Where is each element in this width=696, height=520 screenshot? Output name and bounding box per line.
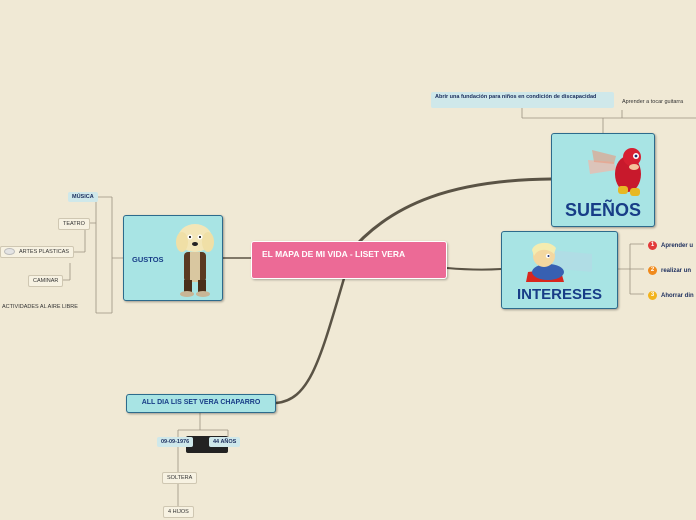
topic-personal[interactable]: ALL DIA LIS SET VERA CHAPARRO (126, 394, 276, 413)
topic-gustos[interactable]: GUSTOS (123, 215, 223, 301)
gustos-item-teatro-label: TEATRO (63, 221, 85, 227)
flying-hero-icon (588, 148, 641, 196)
personal-children[interactable]: 4 HIJOS (163, 506, 194, 518)
topic-suenos[interactable]: SUEÑOS (551, 133, 655, 227)
personal-children-label: 4 HIJOS (168, 509, 189, 515)
intereses-item-1[interactable]: 1 Aprender u (644, 239, 696, 252)
suenos-item-guitar-label: Aprender a tocar guitarra (622, 99, 684, 105)
intereses-item-1-label: Aprender u (661, 243, 694, 250)
intereses-item-2-label: realizar un (661, 268, 692, 275)
personal-age-label: 44 AÑOS (213, 439, 237, 445)
number-badge-3: 3 (648, 291, 657, 300)
suenos-item-foundation-label: Abrir una fundación para niños en condic… (435, 94, 597, 100)
gustos-item-caminar[interactable]: CAMINAR (28, 275, 64, 287)
central-title: EL MAPA DE MI VIDA - LISET VERA (262, 249, 406, 259)
personal-birthdate[interactable]: 09-09-1976 (157, 437, 194, 447)
topic-intereses[interactable]: INTERESES (501, 231, 618, 309)
branch-personal (275, 274, 347, 405)
intereses-item-3-label: Ahorrar din (661, 293, 694, 300)
gustos-item-musica-label: MÚSICA (72, 194, 94, 200)
personal-status[interactable]: SOLTERA (162, 472, 198, 484)
central-topic[interactable]: EL MAPA DE MI VIDA - LISET VERA (251, 241, 447, 279)
suenos-item-guitar[interactable]: Aprender a tocar guitarra (622, 99, 683, 105)
personal-title: ALL DIA LIS SET VERA CHAPARRO (141, 399, 261, 406)
gustos-item-aire-libre[interactable]: ACTIVIDADES AL AIRE LIBRE (2, 304, 78, 310)
personal-age[interactable]: 44 AÑOS (209, 437, 241, 447)
gustos-item-artes-label: ARTES PLASTICAS (19, 249, 70, 255)
personal-status-label: SOLTERA (167, 475, 193, 481)
suenos-title: SUEÑOS (564, 200, 642, 220)
personal-birthdate-label: 09-09-1976 (161, 439, 190, 445)
gustos-item-aire-libre-label: ACTIVIDADES AL AIRE LIBRE (2, 304, 78, 310)
gustos-item-artes[interactable]: ARTES PLASTICAS (0, 246, 75, 258)
number-badge-1: 1 (648, 241, 657, 250)
gustos-item-teatro[interactable]: TEATRO (58, 218, 90, 230)
branch-intereses (446, 267, 502, 271)
intereses-item-3[interactable]: 3 Ahorrar din (644, 289, 696, 302)
flying-superhero-icon (526, 242, 592, 282)
palette-icon (4, 248, 15, 255)
branch-suenos (343, 177, 552, 259)
number-badge-2: 2 (648, 266, 657, 275)
gustos-item-caminar-label: CAMINAR (33, 278, 59, 284)
intereses-title: INTERESES (516, 286, 603, 303)
dog-character-icon (176, 224, 214, 297)
gustos-item-musica[interactable]: MÚSICA (68, 192, 98, 202)
suenos-item-foundation[interactable]: Abrir una fundación para niños en condic… (431, 92, 614, 108)
intereses-item-2[interactable]: 2 realizar un (644, 264, 696, 277)
gustos-title: GUSTOS (132, 255, 164, 264)
